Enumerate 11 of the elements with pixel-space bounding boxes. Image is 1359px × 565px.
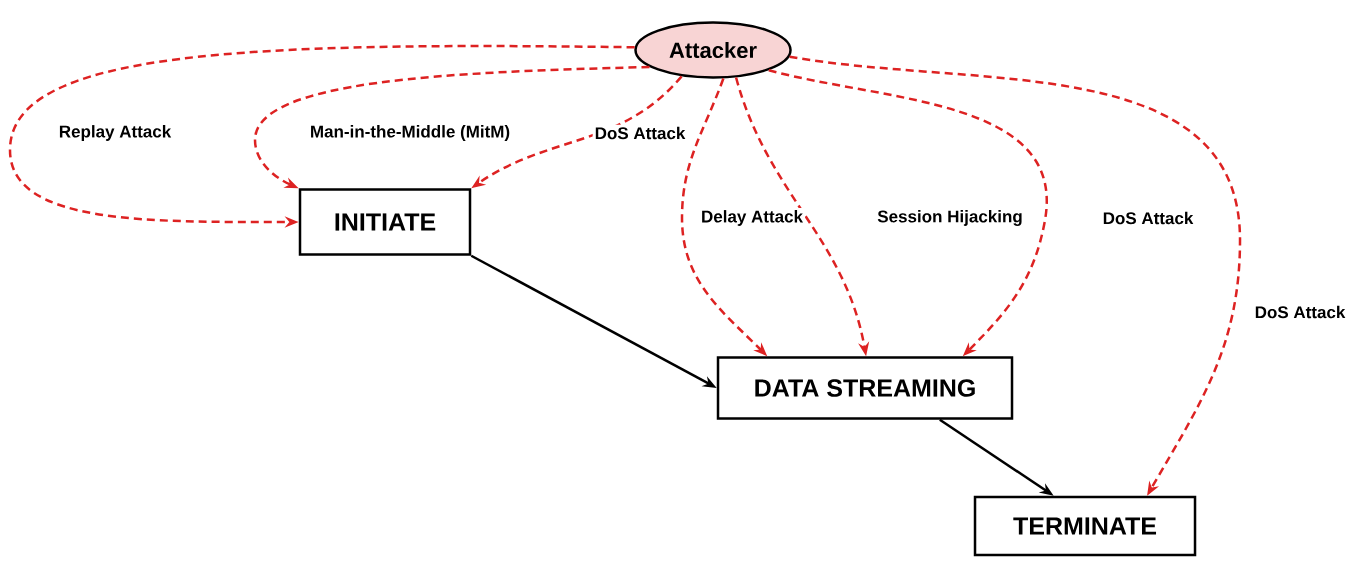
edge-label: Delay Attack: [699, 208, 806, 228]
process-box: DATA STREAMING: [716, 356, 1014, 420]
edge-label: DoS Attack: [1100, 209, 1196, 227]
edge-label: Replay Attack: [56, 123, 174, 143]
process-box: TERMINATE: [973, 495, 1197, 557]
edge-label: Man-in-the-Middle (MitM): [307, 123, 513, 143]
edge-label: Session Hijacking: [875, 208, 1025, 228]
edge-label: DoS Attack: [592, 124, 688, 142]
edge-label: DoS Attack: [1252, 303, 1348, 321]
dashed-arrow: [253, 65, 650, 189]
process-box: INITIATE: [298, 188, 472, 256]
